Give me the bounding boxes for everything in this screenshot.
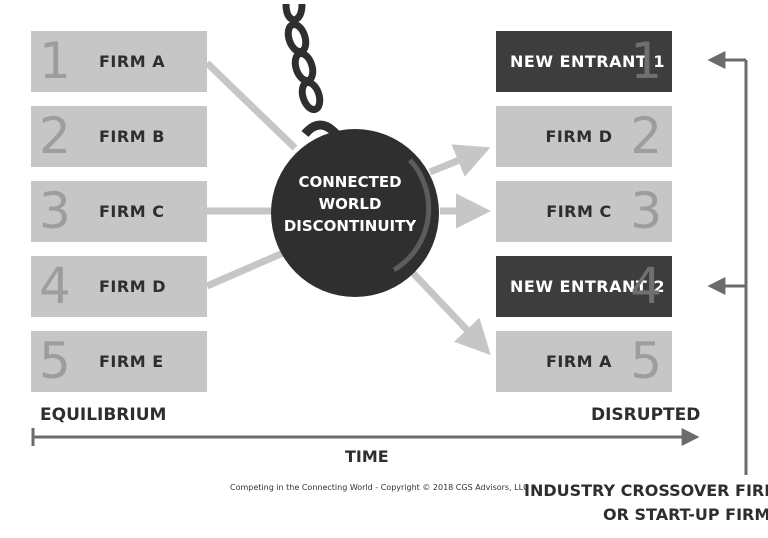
outgoing-arrows (409, 144, 491, 356)
disrupted-label: DISRUPTED (591, 405, 701, 425)
left-firm-box-5: 5 FIRM E (31, 331, 207, 392)
ball-caption-line-3: DISCONTINUITY (283, 217, 417, 235)
incoming-line-firm-d (205, 246, 292, 290)
right-firm-label: FIRM C (546, 202, 612, 221)
chain-icon (282, 3, 324, 114)
left-rank-number: 5 (39, 332, 71, 390)
right-rank-number: 3 (630, 182, 662, 240)
ball-caption-line-2: WORLD (318, 195, 382, 213)
left-firm-label: FIRM C (99, 202, 165, 221)
right-firm-box-2: FIRM D 2 (496, 106, 672, 167)
copyright-footer: Competing in the Connecting World - Copy… (230, 483, 529, 492)
ball-shackle-icon (301, 120, 340, 138)
right-firm-label: FIRM D (545, 127, 613, 146)
time-axis-label: TIME (345, 447, 389, 466)
left-rank-number: 4 (39, 257, 71, 315)
right-firm-label: FIRM A (545, 352, 613, 371)
right-firm-box-3: FIRM C 3 (496, 181, 672, 242)
left-firm-label: FIRM B (99, 127, 165, 146)
left-firm-label: FIRM D (99, 277, 166, 296)
left-firm-box-1: 1 FIRM A (31, 31, 207, 92)
ball-caption: CONNECTED WORLD DISCONTINUITY (270, 171, 430, 237)
right-rank-number: 4 (630, 257, 662, 315)
left-firm-box-2: 2 FIRM B (31, 106, 207, 167)
right-firm-label: NEW ENTRANT 1 (510, 52, 665, 71)
crossover-label-line-1: INDUSTRY CROSSOVER FIRM (524, 481, 768, 500)
right-rank-number: 5 (630, 332, 662, 390)
left-rank-number: 3 (39, 182, 71, 240)
outgoing-arrow-firm-a (409, 269, 491, 356)
right-firm-box-5: FIRM A 5 (496, 331, 672, 392)
left-firm-box-3: 3 FIRM C (31, 181, 207, 242)
wrecking-ball-icon (271, 129, 439, 297)
left-rank-number: 2 (39, 107, 71, 165)
ball-caption-line-1: CONNECTED (298, 173, 402, 191)
right-firm-box-1: NEW ENTRANT 1 1 (496, 31, 672, 92)
right-rank-number: 1 (630, 32, 662, 90)
left-firm-box-4: 4 FIRM D (31, 256, 207, 317)
right-firm-label: NEW ENTRANT 2 (510, 277, 665, 296)
equilibrium-label: EQUILIBRIUM (40, 405, 167, 425)
outgoing-arrow-firm-d (428, 144, 491, 177)
right-firm-box-4: NEW ENTRANT 2 4 (496, 256, 672, 317)
right-rank-number: 2 (630, 107, 662, 165)
incoming-line-firm-a (204, 60, 298, 151)
crossover-label-line-2: OR START-UP FIRM (603, 505, 768, 524)
left-firm-label: FIRM A (99, 52, 166, 71)
left-rank-number: 1 (39, 32, 71, 90)
ball-highlight (392, 158, 432, 273)
left-firm-label: FIRM E (99, 352, 164, 371)
incoming-lines (204, 60, 298, 290)
